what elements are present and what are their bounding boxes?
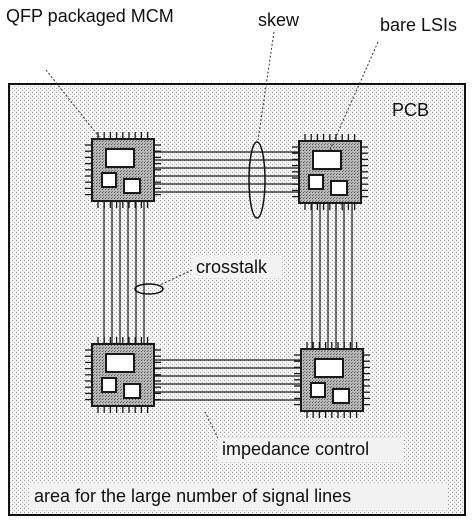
leader-lines xyxy=(45,31,379,443)
bare-lsi-chip xyxy=(308,174,324,190)
bare-lsi-chip xyxy=(123,383,141,399)
leader-qfp xyxy=(45,69,101,139)
leader-impedance xyxy=(204,411,221,443)
label-pcb: PCB xyxy=(392,100,429,120)
bare-lsi-chip xyxy=(330,180,348,196)
signal-line-buses xyxy=(103,151,353,401)
label-skew: skew xyxy=(258,10,300,30)
bare-lsi-chip xyxy=(310,382,326,398)
skew-ellipse xyxy=(248,141,266,219)
bare-lsi-chip xyxy=(312,150,342,170)
bare-lsi-chip xyxy=(105,148,135,168)
crosstalk-ellipse xyxy=(134,283,164,295)
mcm-module-bottom-right xyxy=(294,342,370,418)
mcm-module-top-right xyxy=(292,134,368,210)
label-bare-lsis: bare LSIs xyxy=(380,15,457,35)
bare-lsi-chip xyxy=(123,178,141,194)
bare-lsi-chip xyxy=(101,377,117,393)
mcm-module-top-left xyxy=(85,132,161,208)
label-qfp-packaged-mcm: QFP packaged MCM xyxy=(6,6,174,26)
bare-lsi-chip xyxy=(101,172,117,188)
mcm-module-bottom-left xyxy=(85,337,161,413)
label-crosstalk: crosstalk xyxy=(196,257,268,277)
bare-lsi-chip xyxy=(332,388,350,404)
bare-lsi-chip xyxy=(314,358,344,378)
leader-crosstalk xyxy=(159,269,193,286)
bare-lsi-chip xyxy=(105,353,135,373)
mcm-modules xyxy=(85,132,370,418)
label-impedance-control: impedance control xyxy=(222,439,369,459)
label-signal-area: area for the large number of signal line… xyxy=(34,486,351,506)
